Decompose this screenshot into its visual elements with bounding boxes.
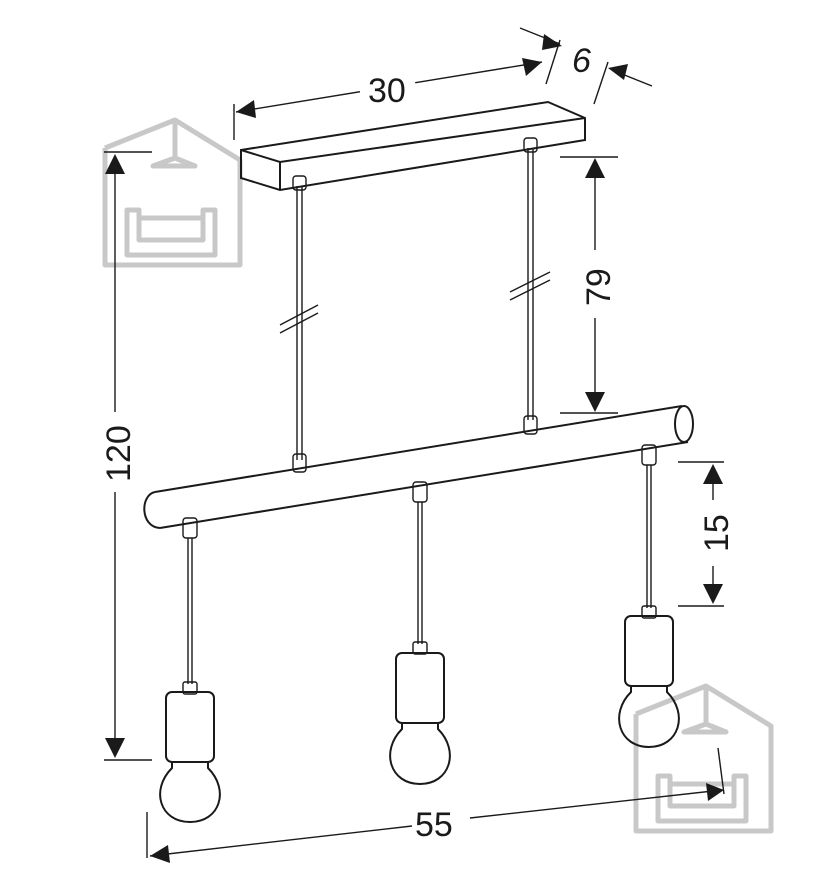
dimension-label-length: 55	[415, 806, 453, 844]
dimension-label-depth: 6	[572, 42, 591, 80]
dimension-label-drop: 15	[698, 514, 736, 552]
dimension-width: 30	[233, 58, 543, 140]
dimension-drop: 15	[678, 461, 736, 607]
ceiling-canopy	[240, 100, 586, 192]
dimension-height: 120	[100, 151, 152, 761]
dimension-label-height: 120	[100, 425, 138, 482]
lamp-bar	[143, 405, 694, 529]
pendant-left	[159, 517, 221, 824]
dimension-label-cord: 79	[580, 268, 618, 306]
pendant-right	[618, 444, 680, 749]
dimension-depth: 6	[519, 27, 653, 105]
house-sofa-watermark-icon	[102, 117, 243, 268]
dimension-label-width: 30	[368, 72, 406, 110]
pendant-center	[389, 481, 451, 786]
suspension-cords	[279, 137, 551, 473]
dimension-cord: 79	[560, 156, 618, 414]
house-sofa-watermark-icon	[633, 683, 774, 834]
dimension-length: 55	[146, 747, 725, 863]
